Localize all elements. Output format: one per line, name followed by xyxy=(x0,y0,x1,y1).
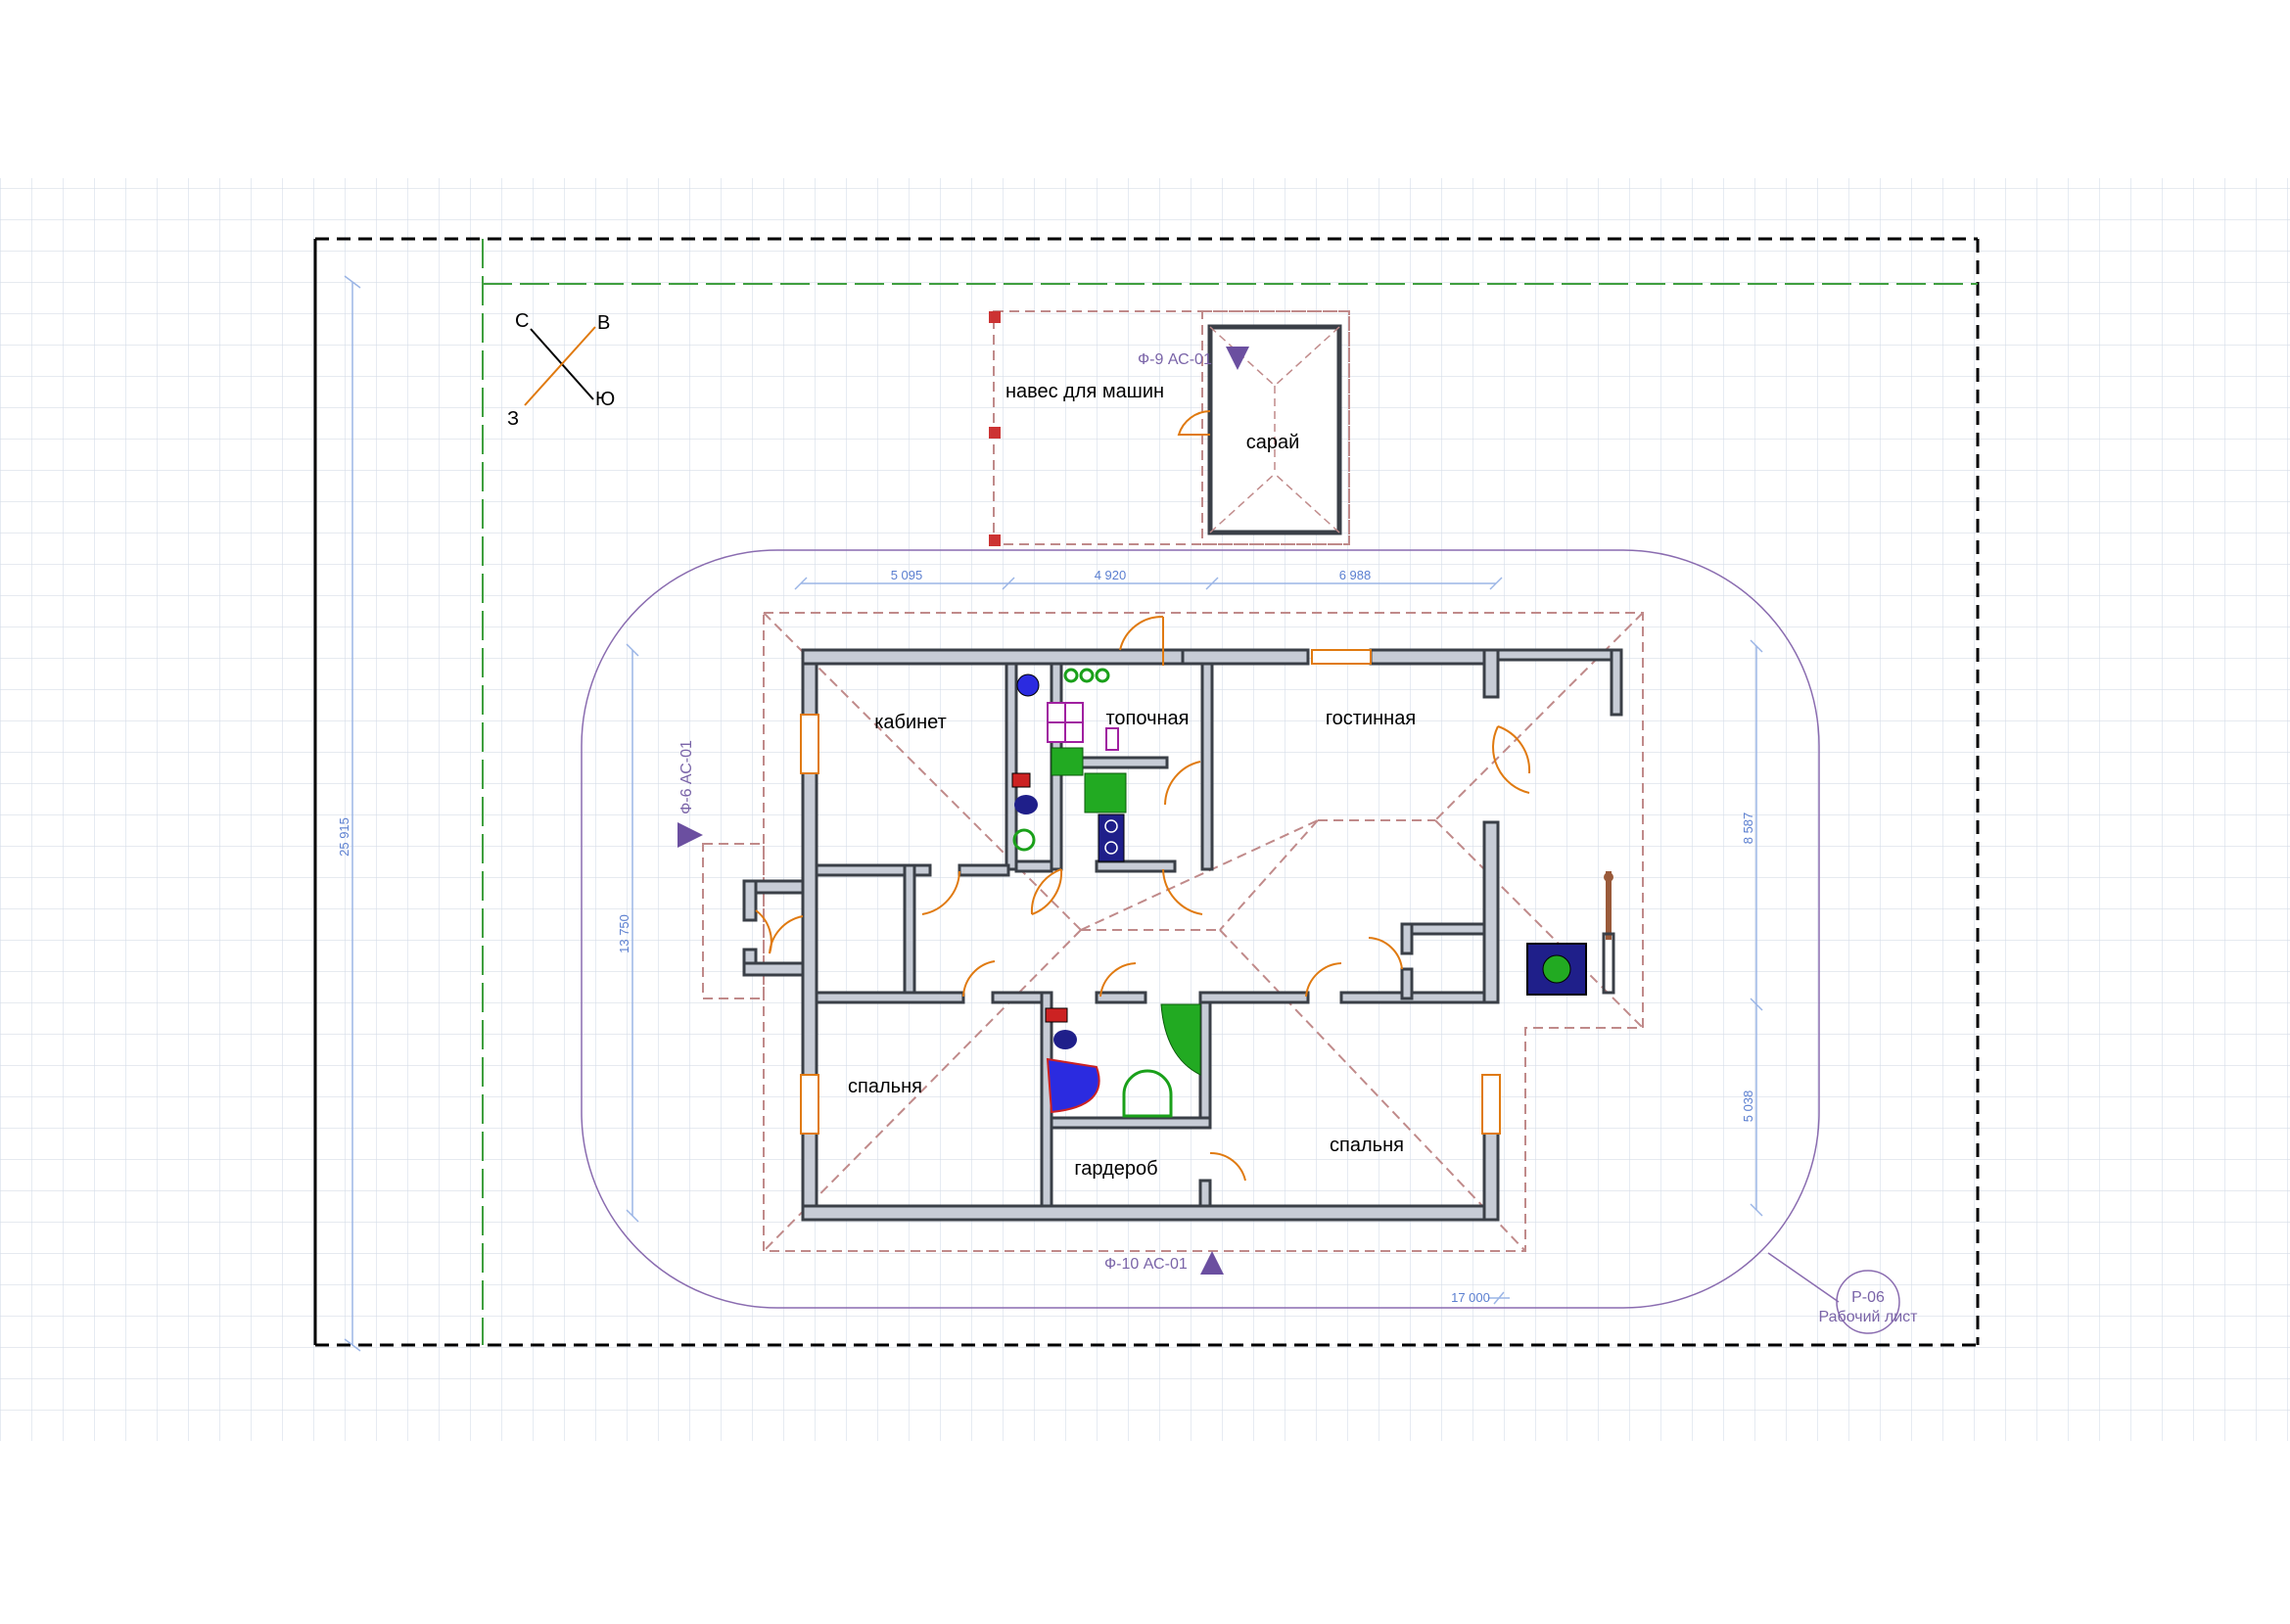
room-label-wardrobe: гардероб xyxy=(1074,1158,1157,1180)
shed xyxy=(1177,310,1350,545)
section-ref-south[interactable]: Ф-10 АС-01 xyxy=(1104,1251,1224,1275)
doors xyxy=(755,615,1531,1182)
dim-right-1: 8 587 xyxy=(1741,812,1755,845)
carport-outline xyxy=(993,310,1350,545)
dim-left-house: 13 750 xyxy=(617,914,631,953)
room-label-living: гостинная xyxy=(1326,708,1416,729)
section-ref-south-label: Ф-10 АС-01 xyxy=(1104,1256,1188,1273)
section-ref-west[interactable]: Ф-6 АС-01 xyxy=(678,740,703,848)
house-dimension-right xyxy=(1750,639,1763,1217)
dim-bottom: 17 000 xyxy=(1451,1290,1490,1305)
room-label-cabinet: кабинет xyxy=(874,712,947,733)
windows xyxy=(800,649,1501,1135)
room-label-boiler: топочная xyxy=(1106,708,1190,729)
dim-top-1: 5 095 xyxy=(891,568,923,582)
compass-south: Ю xyxy=(595,389,615,410)
compass-north: С xyxy=(515,310,529,332)
fence-line xyxy=(482,239,1978,1345)
compass-east: В xyxy=(597,312,610,334)
room-label-bedroom-right: спальня xyxy=(1330,1135,1404,1156)
site-boundary xyxy=(313,237,1980,1347)
section-ref-west-label: Ф-6 АС-01 xyxy=(678,740,695,814)
sheet-name: Рабочий лист xyxy=(1818,1309,1918,1325)
compass-rose: С В З Ю xyxy=(507,310,615,430)
sheet-marker[interactable]: Р-06 Рабочий лист xyxy=(1767,1252,1918,1334)
house-dimension-left xyxy=(626,643,639,1223)
room-label-carport: навес для машин xyxy=(1005,381,1164,402)
room-label-shed: сарай xyxy=(1246,432,1300,453)
site-dimension-label: 25 915 xyxy=(337,817,351,857)
carport-posts xyxy=(989,311,1001,546)
sheet-id: Р-06 xyxy=(1851,1289,1885,1306)
dim-right-2: 5 038 xyxy=(1741,1090,1755,1123)
section-ref-north-label: Ф-9 АС-01 xyxy=(1138,351,1212,368)
dim-top-2: 4 920 xyxy=(1095,568,1127,582)
house-dimension-top xyxy=(794,577,1503,590)
dim-top-3: 6 988 xyxy=(1339,568,1372,582)
site-path-outline xyxy=(581,549,1820,1309)
site-dimension-line xyxy=(344,275,361,1352)
compass-west: З xyxy=(507,408,519,430)
background-grid xyxy=(0,178,2290,1441)
fixtures xyxy=(1011,668,1615,1118)
room-label-bedroom-left: спальня xyxy=(848,1076,922,1097)
house-dimension-bottom xyxy=(1488,1291,1510,1305)
section-ref-north[interactable]: Ф-9 АС-01 xyxy=(1138,347,1249,370)
